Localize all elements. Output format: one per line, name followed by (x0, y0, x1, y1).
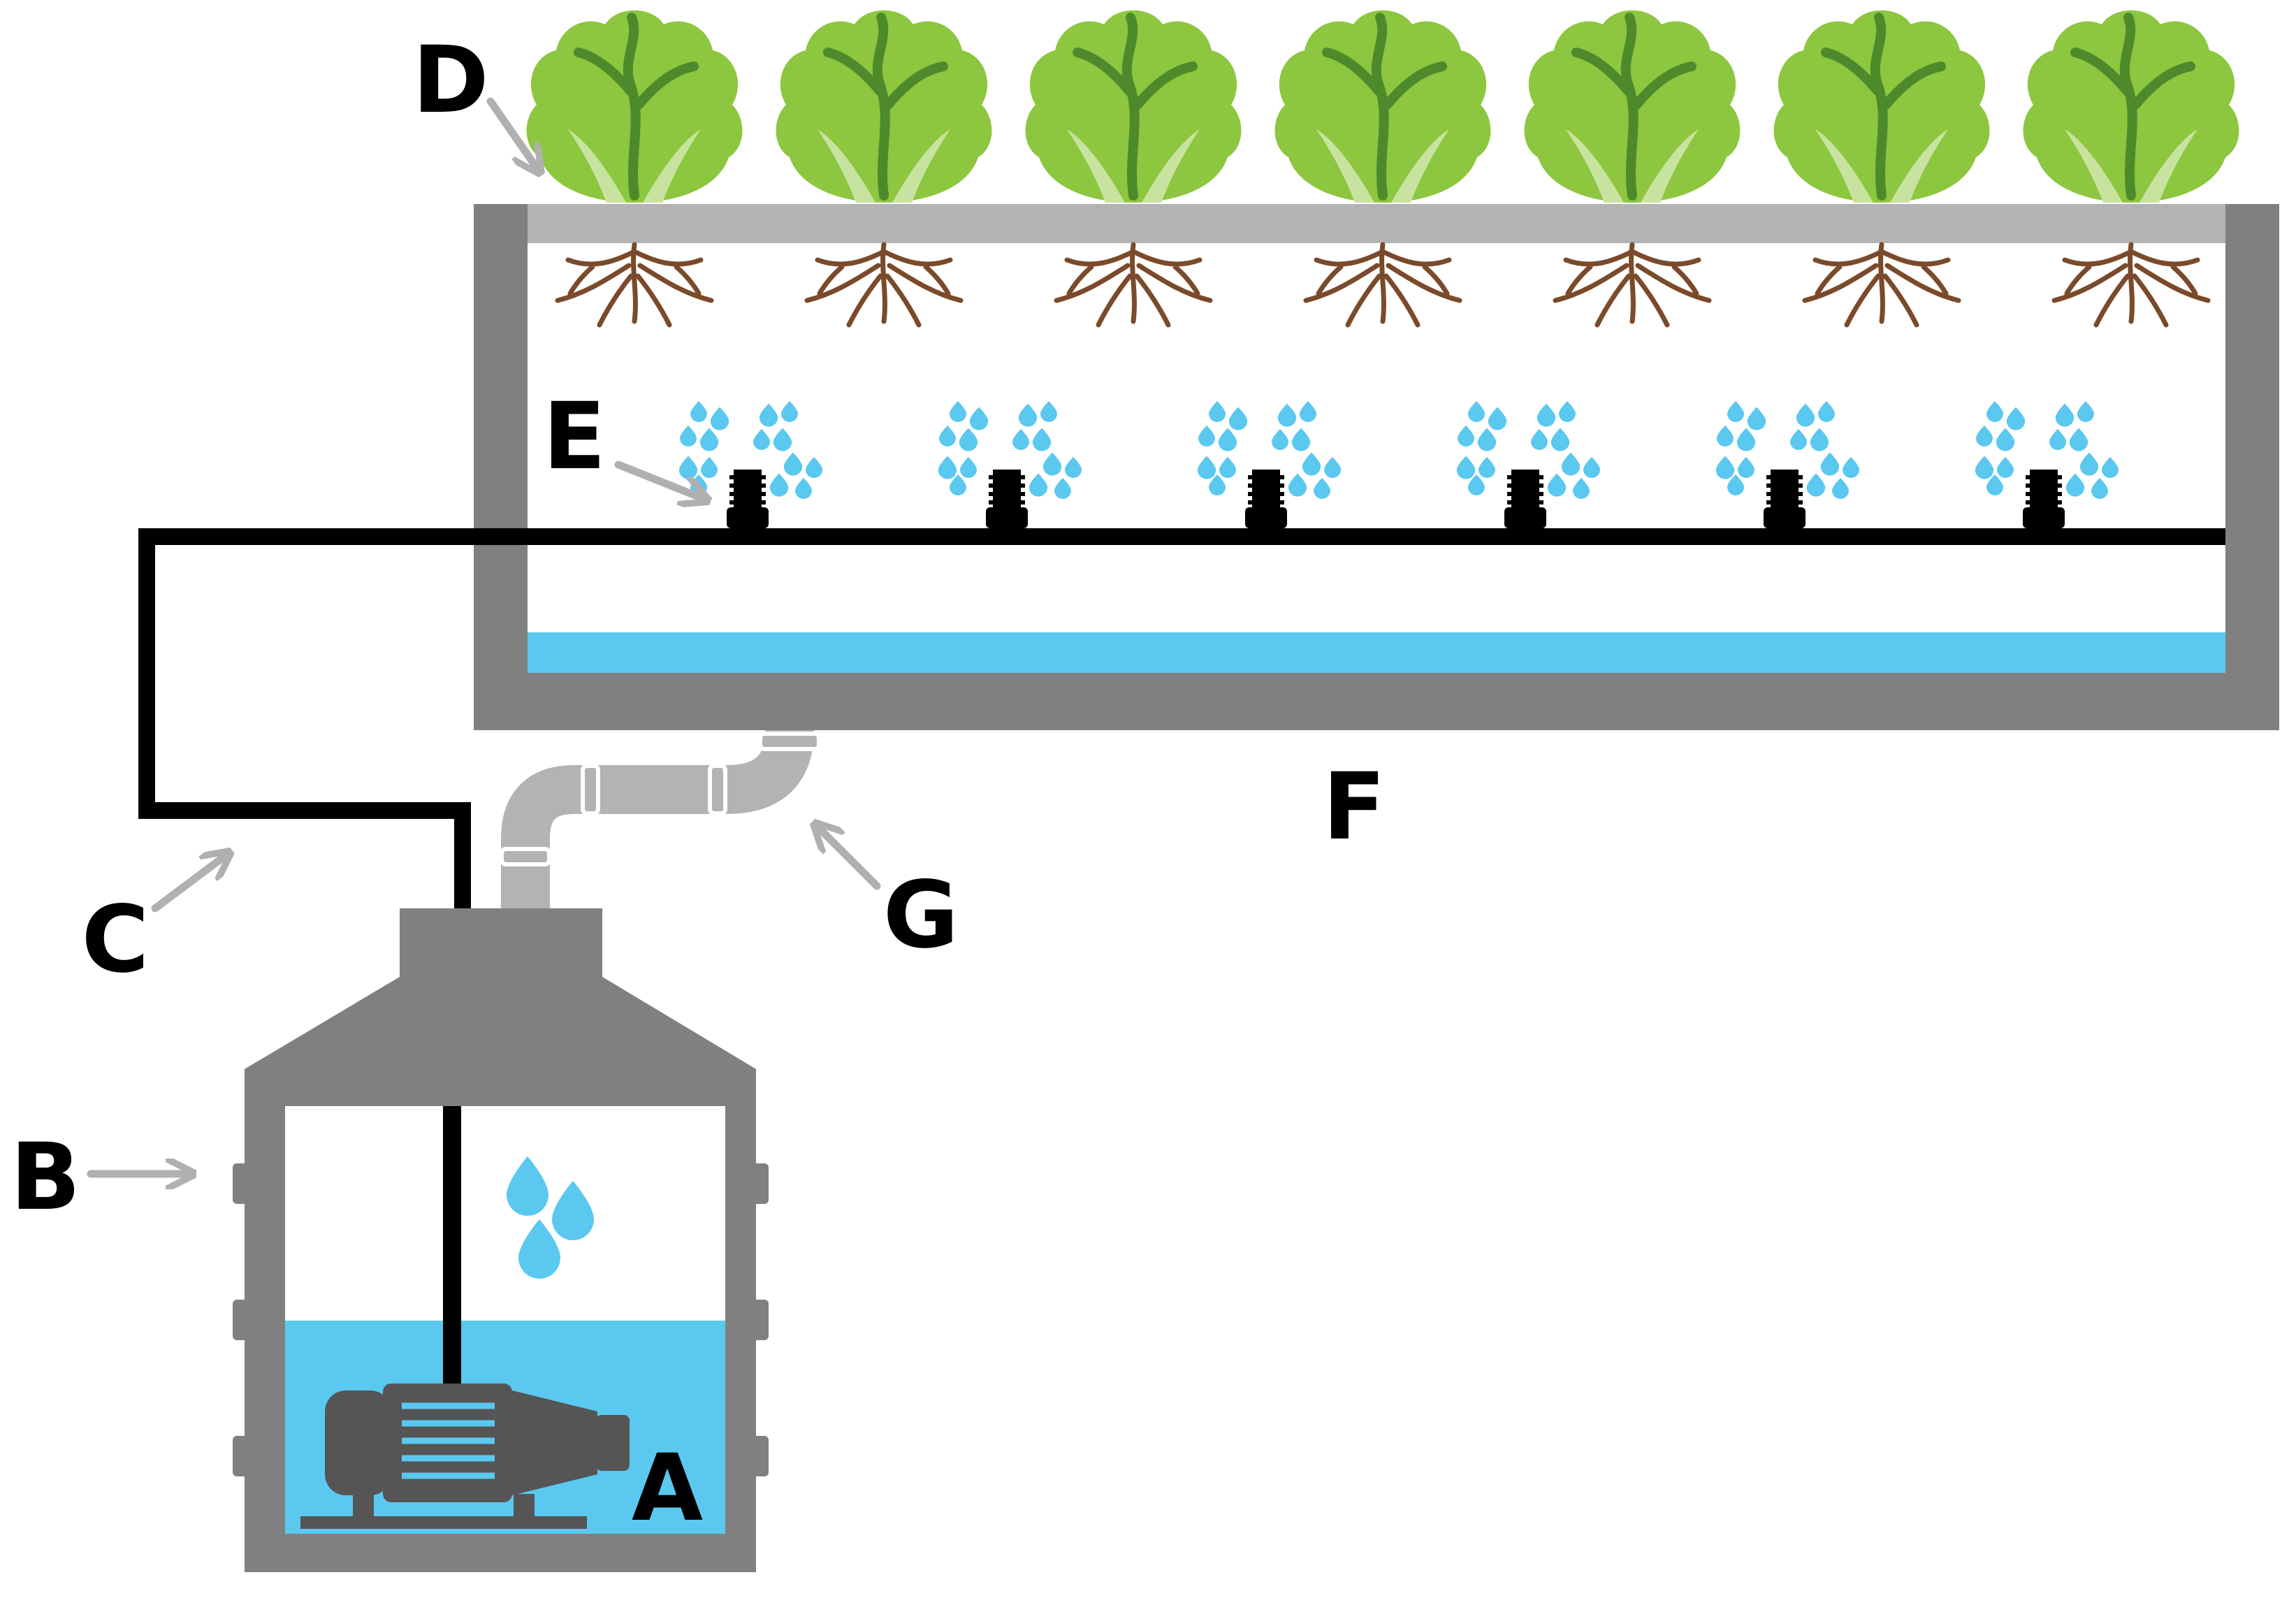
label-d: D (412, 27, 489, 134)
label-g: G (883, 862, 959, 969)
arrow-icon (486, 97, 537, 168)
sprayer-nozzle-icon (938, 401, 1082, 538)
sprayer-nozzle-icon (678, 401, 822, 538)
chamber-bottom-water (528, 632, 2225, 673)
return-pipe (500, 729, 821, 922)
reservoir-side-knob (233, 1163, 252, 1204)
roots-icon (1802, 242, 1961, 328)
reservoir-side-knob (749, 1436, 769, 1476)
plant-support-board (528, 204, 2225, 243)
reservoir-side-knob (233, 1436, 252, 1476)
lettuce-icon (526, 10, 743, 203)
sprayer-nozzle-icon (1975, 401, 2119, 538)
sprayers-group (678, 401, 2119, 538)
sprayer-nozzle-icon (1197, 401, 1341, 538)
arrow-icon (819, 828, 881, 890)
roots-icon (1303, 242, 1462, 328)
roots-icon (555, 242, 714, 328)
sprayer-nozzle-icon (1456, 401, 1600, 538)
sprayer-nozzle-icon (1715, 401, 1859, 538)
plants-group (526, 10, 2239, 203)
lettuce-icon (1524, 10, 1741, 203)
roots-icon (1054, 242, 1213, 328)
chamber-walls (474, 204, 2279, 730)
roots-icon (1553, 242, 1712, 328)
label-e: E (543, 383, 606, 491)
grow-chamber (474, 204, 2279, 730)
label-arrows (87, 97, 881, 1174)
pump-riser-pipe (443, 1106, 461, 1386)
lettuce-icon (776, 10, 992, 203)
lettuce-icon (1274, 10, 1491, 203)
label-c: C (82, 886, 150, 994)
lettuce-icon (1773, 10, 1990, 203)
reservoir-side-knob (233, 1300, 252, 1340)
water-droplet-icon (1715, 401, 1859, 499)
lettuce-icon (2023, 10, 2239, 203)
lettuce-icon (1025, 10, 1242, 203)
water-droplet-icon (1456, 401, 1600, 499)
water-droplet-icon (1975, 401, 2119, 499)
pump-motor-icon (300, 1383, 630, 1529)
roots-icon (804, 242, 964, 328)
arrow-icon (614, 460, 702, 498)
arrow-icon (151, 856, 225, 913)
reservoir-body (245, 908, 756, 1572)
label-b: B (10, 1124, 81, 1231)
reservoir-side-knob (749, 1163, 769, 1204)
supply-pipe (138, 528, 2225, 912)
reservoir-side-knob (749, 1300, 769, 1340)
water-droplet-icon (1197, 401, 1341, 499)
water-droplet-icon (938, 401, 1082, 499)
roots-icon (2051, 242, 2211, 328)
label-f: F (1323, 753, 1386, 861)
roots-group (555, 242, 2211, 328)
label-a: A (632, 1434, 703, 1542)
water-droplets-icon (507, 1156, 594, 1279)
